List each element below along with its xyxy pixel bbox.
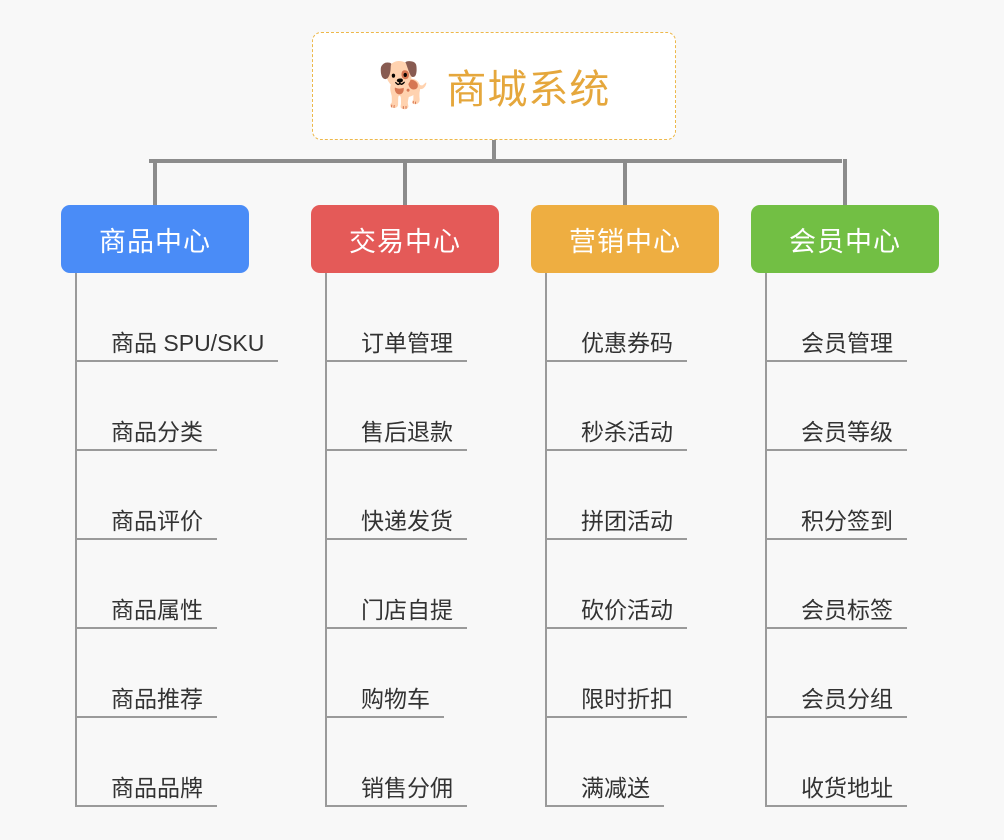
leaf-item[interactable]: 砍价活动 [545, 540, 719, 629]
leaf-item[interactable]: 拼团活动 [545, 451, 719, 540]
column-3: 营销中心优惠券码秒杀活动拼团活动砍价活动限时折扣满减送 [531, 205, 719, 807]
leaf-item-label: 售后退款 [361, 418, 453, 445]
leaf-item[interactable]: 商品评价 [75, 451, 249, 540]
column-trunk-line-2 [325, 273, 327, 807]
leaf-item[interactable]: 商品 SPU/SKU [75, 273, 278, 362]
column-header-1[interactable]: 商品中心 [61, 205, 249, 273]
leaf-item[interactable]: 商品属性 [75, 540, 249, 629]
column-1: 商品中心商品 SPU/SKU 商品分类商品评价商品属性商品推荐商品品牌 [61, 205, 278, 807]
leaf-item-underline [765, 627, 907, 629]
leaf-item-underline [325, 805, 467, 807]
connector-root-stem [492, 140, 496, 161]
leaf-item-label: 快递发货 [361, 507, 453, 534]
leaf-item[interactable]: 会员管理 [765, 273, 939, 362]
leaf-item-label: 会员标签 [801, 596, 893, 623]
leaf-item-label: 商品 SPU/SKU [111, 329, 265, 356]
leaf-item[interactable]: 会员分组 [765, 629, 939, 718]
leaf-item-underline [765, 449, 907, 451]
leaf-item-label: 优惠券码 [581, 329, 673, 356]
leaf-item-label: 砍价活动 [581, 596, 673, 623]
leaf-item[interactable]: 限时折扣 [545, 629, 719, 718]
leaf-item-underline [765, 538, 907, 540]
leaf-item[interactable]: 会员标签 [765, 540, 939, 629]
column-header-4[interactable]: 会员中心 [751, 205, 939, 273]
leaf-item-label: 限时折扣 [581, 685, 673, 712]
leaf-item[interactable]: 优惠券码 [545, 273, 719, 362]
leaf-item-underline [545, 716, 687, 718]
leaf-item[interactable]: 订单管理 [325, 273, 499, 362]
leaf-item-label: 购物车 [361, 685, 430, 712]
leaf-item[interactable]: 满减送 [545, 718, 719, 807]
leaf-item-label: 会员分组 [801, 685, 893, 712]
leaf-item-underline [765, 805, 907, 807]
leaf-item-label: 商品属性 [111, 596, 203, 623]
leaf-item-underline [545, 627, 687, 629]
leaf-item[interactable]: 商品品牌 [75, 718, 249, 807]
leaf-item-underline [325, 449, 467, 451]
leaf-item-underline [325, 716, 444, 718]
leaf-item-label: 商品分类 [111, 418, 203, 445]
leaf-item[interactable]: 门店自提 [325, 540, 499, 629]
leaf-item-label: 积分签到 [801, 507, 893, 534]
column-body-1: 商品 SPU/SKU 商品分类商品评价商品属性商品推荐商品品牌 [75, 273, 278, 807]
leaf-item-underline [75, 360, 278, 362]
column-body-4: 会员管理会员等级积分签到会员标签会员分组收货地址 [765, 273, 939, 807]
connector-drop-2 [403, 159, 407, 205]
leaf-item-label: 满减送 [581, 774, 650, 801]
root-title: 商城系统 [446, 68, 611, 112]
leaf-item-underline [545, 449, 687, 451]
leaf-item-label: 拼团活动 [581, 507, 673, 534]
leaf-item[interactable]: 商品推荐 [75, 629, 249, 718]
column-body-2: 订单管理售后退款快递发货门店自提购物车销售分佣 [325, 273, 499, 807]
column-trunk-line-1 [75, 273, 77, 807]
leaf-item-underline [545, 538, 687, 540]
connector-drop-1 [153, 159, 157, 205]
leaf-item-underline [75, 627, 217, 629]
column-2: 交易中心订单管理售后退款快递发货门店自提购物车销售分佣 [311, 205, 499, 807]
leaf-item-label: 收货地址 [801, 774, 893, 801]
leaf-item[interactable]: 会员等级 [765, 362, 939, 451]
connector-horizontal-bus [149, 159, 842, 163]
leaf-item-underline [75, 805, 217, 807]
leaf-item-underline [545, 805, 664, 807]
leaf-item[interactable]: 售后退款 [325, 362, 499, 451]
connector-drop-4 [843, 159, 847, 205]
leaf-item-underline [75, 449, 217, 451]
column-trunk-line-4 [765, 273, 767, 807]
leaf-item-label: 商品推荐 [111, 685, 203, 712]
root-node[interactable]: 🐕 商城系统 [312, 32, 676, 140]
leaf-item[interactable]: 收货地址 [765, 718, 939, 807]
leaf-item-label: 门店自提 [361, 596, 453, 623]
leaf-item-label: 销售分佣 [361, 774, 453, 801]
column-header-3[interactable]: 营销中心 [531, 205, 719, 273]
shiba-dog-face-icon: 🐕 [377, 61, 433, 110]
leaf-item-underline [765, 360, 907, 362]
leaf-item-label: 订单管理 [361, 329, 453, 356]
leaf-item-label: 商品评价 [111, 507, 203, 534]
leaf-item-label: 秒杀活动 [581, 418, 673, 445]
leaf-item-label: 会员管理 [801, 329, 893, 356]
leaf-item-underline [765, 716, 907, 718]
leaf-item-underline [325, 538, 467, 540]
leaf-item[interactable]: 商品分类 [75, 362, 249, 451]
leaf-item[interactable]: 积分签到 [765, 451, 939, 540]
leaf-item[interactable]: 销售分佣 [325, 718, 499, 807]
leaf-item-label: 会员等级 [801, 418, 893, 445]
leaf-item-underline [325, 360, 467, 362]
leaf-item-underline [545, 360, 687, 362]
leaf-item-label: 商品品牌 [111, 774, 203, 801]
leaf-item-underline [325, 627, 467, 629]
column-trunk-line-3 [545, 273, 547, 807]
column-body-3: 优惠券码秒杀活动拼团活动砍价活动限时折扣满减送 [545, 273, 719, 807]
column-header-2[interactable]: 交易中心 [311, 205, 499, 273]
leaf-item-underline [75, 716, 217, 718]
leaf-item-underline [75, 538, 217, 540]
leaf-item[interactable]: 购物车 [325, 629, 499, 718]
leaf-item[interactable]: 秒杀活动 [545, 362, 719, 451]
column-4: 会员中心会员管理会员等级积分签到会员标签会员分组收货地址 [751, 205, 939, 807]
connector-drop-3 [623, 159, 627, 205]
leaf-item[interactable]: 快递发货 [325, 451, 499, 540]
